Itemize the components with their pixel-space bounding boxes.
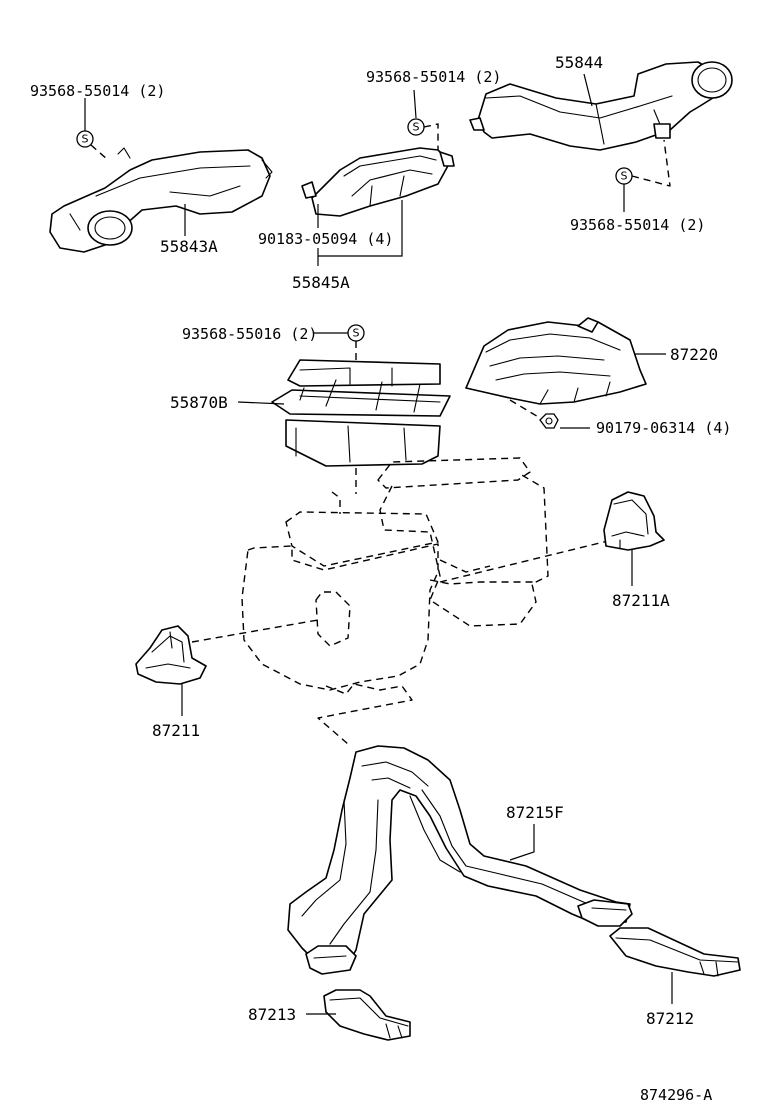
screw-55870B: S xyxy=(314,324,365,362)
screw-symbol: S xyxy=(353,327,360,340)
guide-87215F xyxy=(317,683,413,745)
label-55845A-screw: 93568-55014 (2) xyxy=(366,68,501,86)
label-55843A: 55843A xyxy=(160,237,218,256)
outlet-87213 xyxy=(323,989,411,1041)
label-87220: 87220 xyxy=(670,345,718,364)
label-87220-nut: 90179-06314 (4) xyxy=(596,419,731,437)
duct-87211A xyxy=(603,491,665,551)
leader-55844 xyxy=(583,73,593,107)
frame-55870B xyxy=(271,359,451,467)
duct-55844 xyxy=(469,61,733,151)
diagram-reference-number: 874296-A xyxy=(640,1086,712,1104)
screw-55843A: S xyxy=(76,98,109,161)
guide-87211A xyxy=(439,539,613,583)
duct-87211 xyxy=(135,625,207,685)
screw-55844: S xyxy=(615,139,671,212)
duct-55845A xyxy=(301,147,455,217)
duct-87220 xyxy=(465,317,647,405)
screw-55845A: S xyxy=(407,118,439,150)
screw-symbol: S xyxy=(82,133,89,146)
leader-55845A-screw xyxy=(413,89,417,119)
heater-unit-outline xyxy=(241,457,549,691)
outlet-87212 xyxy=(609,927,741,977)
label-55843A-screw: 93568-55014 (2) xyxy=(30,82,165,100)
label-87211A: 87211A xyxy=(612,591,670,610)
label-87215F: 87215F xyxy=(506,803,564,822)
label-55844: 55844 xyxy=(555,53,603,72)
screw-symbol: S xyxy=(413,121,420,134)
label-87212: 87212 xyxy=(646,1009,694,1028)
duct-87215F xyxy=(287,745,633,975)
screw-symbol: S xyxy=(621,170,628,183)
label-87213: 87213 xyxy=(248,1005,296,1024)
nut-87220 xyxy=(509,399,590,429)
guide-87211 xyxy=(191,619,319,643)
label-55845A-clip: 90183-05094 (4) xyxy=(258,230,393,248)
label-55844-screw: 93568-55014 (2) xyxy=(570,216,705,234)
label-87211: 87211 xyxy=(152,721,200,740)
label-55870B-screw: 93568-55016 (2) xyxy=(182,325,317,343)
label-55870B: 55870B xyxy=(170,393,228,412)
leader-87215F xyxy=(509,824,535,861)
duct-55843A xyxy=(49,147,273,253)
leader-55870B xyxy=(237,401,285,405)
leader-55845A-bracket xyxy=(317,200,403,257)
label-55845A: 55845A xyxy=(292,273,350,292)
